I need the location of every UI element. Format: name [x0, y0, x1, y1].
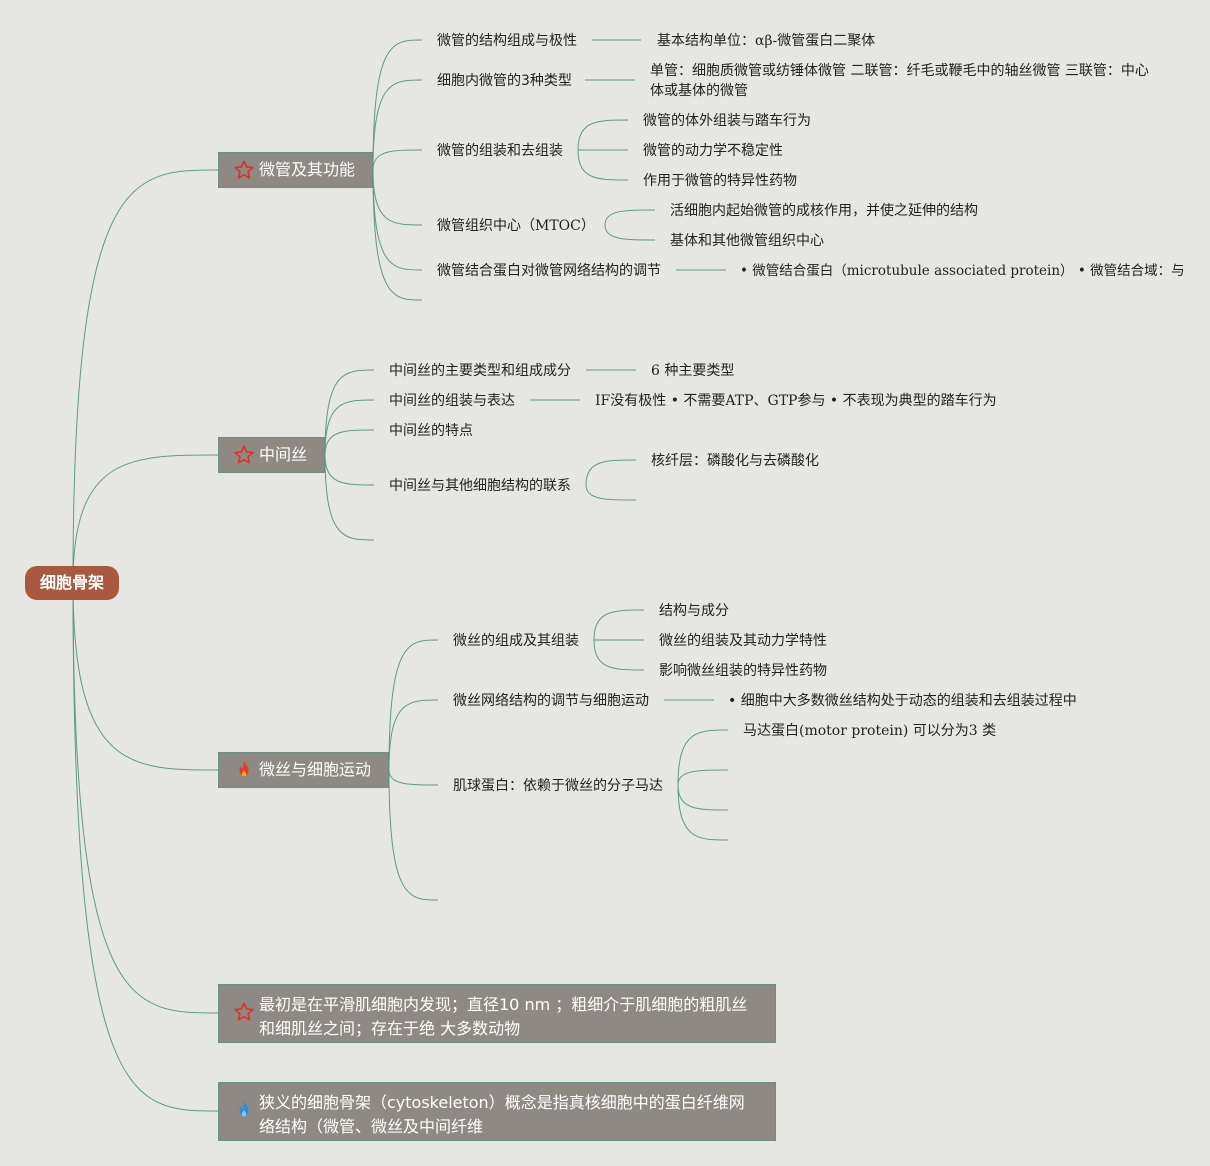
fire-red-icon: [233, 759, 255, 781]
link-root-note: [72, 582, 219, 1014]
leaf-if-relation-1[interactable]: 核纤层：磷酸化与去磷酸化: [651, 453, 819, 469]
subtopic-mt-assembly[interactable]: 微管的组装和去组装: [437, 143, 563, 159]
detail-mf-network[interactable]: • 细胞中大多数微丝结构处于动态的组装和去组装过程中: [728, 693, 1077, 709]
topic-intermediate-filament[interactable]: 中间丝: [218, 437, 325, 473]
link-root-microfilament: [72, 582, 219, 771]
leaf-mt-assembly-2[interactable]: 微管的动力学不稳定性: [643, 143, 783, 159]
link-mf-sub-1: [388, 699, 439, 771]
link-mt-assembly-2: [577, 149, 629, 181]
detail-mt-map[interactable]: • 微管结合蛋白（microtubule associated protein）…: [740, 263, 1185, 279]
link-if-sub-4: [324, 454, 375, 541]
link-mt-sub-4: [372, 169, 423, 271]
subtopic-mt-types[interactable]: 细胞内微管的3种类型: [437, 73, 572, 89]
link-mt-mtoc-0: [604, 209, 656, 226]
star-outline-icon: [233, 159, 255, 181]
subtopic-mt-structure[interactable]: 微管的结构组成与极性: [437, 33, 577, 49]
link-mf-composition-0: [593, 609, 645, 641]
link-mt-sub-0: [372, 39, 423, 171]
subtopic-mf-myosin[interactable]: 肌球蛋白：依赖于微丝的分子马达: [453, 778, 663, 794]
link-if-sub-1: [324, 399, 375, 456]
subtopic-if-features[interactable]: 中间丝的特点: [389, 423, 473, 439]
topic-definition-text: 狭义的细胞骨架（cytoskeleton）概念是指真核细胞中的蛋白纤维网络结构（…: [259, 1093, 745, 1136]
link-mt-sub-3: [372, 169, 423, 226]
star-outline-icon: [233, 444, 255, 466]
detail-if-assembly[interactable]: IF没有极性 • 不需要ATP、GTP参与 • 不表现为典型的踏车行为: [595, 393, 997, 409]
link-mf-myosin-1: [677, 769, 729, 786]
link-root-microtubule: [72, 169, 219, 584]
subtopic-mt-map[interactable]: 微管结合蛋白对微管网络结构的调节: [437, 263, 661, 279]
leaf-mf-composition-3[interactable]: 影响微丝组装的特异性药物: [659, 663, 827, 679]
subtopic-if-relation[interactable]: 中间丝与其他细胞结构的联系: [389, 478, 571, 494]
link-root-intermediate: [72, 454, 219, 584]
leaf-mt-assembly-3[interactable]: 作用于微管的特异性药物: [643, 173, 797, 189]
leaf-mf-composition-1[interactable]: 结构与成分: [659, 603, 729, 619]
subtopic-if-assembly[interactable]: 中间丝的组装与表达: [389, 393, 515, 409]
star-outline-icon: [233, 1001, 255, 1023]
link-mf-composition-2: [593, 639, 645, 671]
topic-title: 中间丝: [259, 445, 308, 464]
link-if-sub-3: [324, 454, 375, 486]
link-mf-myosin-0: [677, 729, 729, 786]
detail-mt-structure[interactable]: 基本结构单位：αβ-微管蛋白二聚体: [657, 33, 876, 49]
topic-microfilament[interactable]: 微丝与细胞运动: [218, 752, 389, 788]
link-root-definition: [72, 582, 219, 1112]
topic-title: 微管及其功能: [259, 160, 356, 179]
leaf-mf-myosin-1[interactable]: 马达蛋白(motor protein) 可以分为3 类: [743, 723, 997, 739]
topic-microtubule[interactable]: 微管及其功能: [218, 152, 373, 188]
link-mt-sub-5: [372, 169, 423, 301]
leaf-mtoc-2[interactable]: 基体和其他微管组织中心: [670, 233, 824, 249]
fire-blue-icon: [233, 1099, 255, 1121]
leaf-mf-composition-2[interactable]: 微丝的组装及其动力学特性: [659, 633, 827, 649]
detail-if-types[interactable]: 6 种主要类型: [651, 363, 735, 379]
link-mf-myosin-3: [677, 784, 729, 841]
link-if-sub-2: [324, 429, 375, 456]
subtopic-mf-network[interactable]: 微丝网络结构的调节与细胞运动: [453, 693, 649, 709]
link-mt-sub-1: [372, 79, 423, 171]
link-if-relation-0: [585, 459, 637, 486]
topic-title: 微丝与细胞运动: [259, 760, 372, 779]
subtopic-mf-composition[interactable]: 微丝的组成及其组装: [453, 633, 579, 649]
topic-note-smooth-muscle[interactable]: 最初是在平滑肌细胞内发现；直径10 nm ；粗细介于肌细胞的粗肌丝和细肌丝之间；…: [218, 984, 776, 1043]
link-mf-sub-2: [388, 769, 439, 786]
link-mf-myosin-2: [677, 784, 729, 811]
detail-mt-types[interactable]: 单管：细胞质微管或纺锤体微管 二联管：纤毛或鞭毛中的轴丝微管 三联管：中心体或基…: [650, 63, 1149, 99]
link-mt-assembly-0: [577, 119, 629, 151]
subtopic-if-types[interactable]: 中间丝的主要类型和组成成分: [389, 363, 571, 379]
link-mf-sub-3: [388, 769, 439, 901]
leaf-mt-assembly-1[interactable]: 微管的体外组装与踏车行为: [643, 113, 811, 129]
link-mt-sub-2: [372, 149, 423, 171]
topic-note-text: 最初是在平滑肌细胞内发现；直径10 nm ；粗细介于肌细胞的粗肌丝和细肌丝之间；…: [259, 995, 748, 1038]
topic-definition[interactable]: 狭义的细胞骨架（cytoskeleton）概念是指真核细胞中的蛋白纤维网络结构（…: [218, 1082, 776, 1141]
link-mt-mtoc-1: [604, 224, 656, 241]
link-if-relation-1: [585, 484, 637, 501]
subtopic-mt-mtoc[interactable]: 微管组织中心（MTOC）: [437, 218, 595, 234]
link-mf-sub-0: [388, 639, 439, 771]
link-if-sub-0: [324, 369, 375, 456]
leaf-mtoc-1[interactable]: 活细胞内起始微管的成核作用，并使之延伸的结构: [670, 203, 978, 219]
root-node[interactable]: 细胞骨架: [25, 566, 119, 600]
